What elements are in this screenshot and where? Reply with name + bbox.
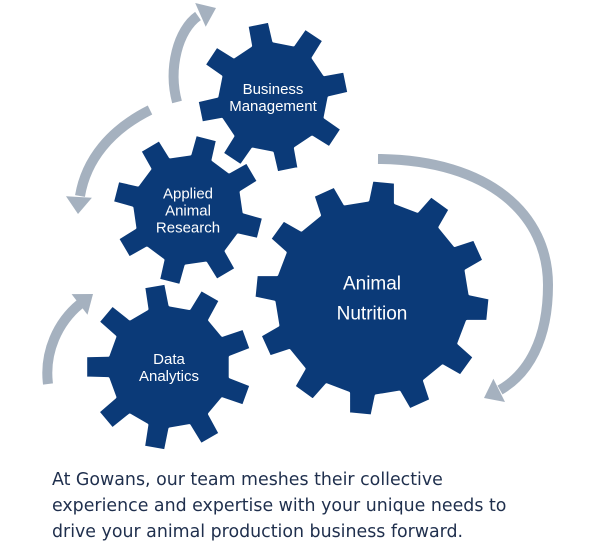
arrow-left-lower-head bbox=[71, 294, 93, 315]
gear-applied-animal-research-label-1: Applied bbox=[163, 185, 213, 202]
arrow-right-shaft bbox=[377, 154, 554, 395]
arrow-right-head bbox=[484, 378, 505, 402]
gear-animal-nutrition-label-1: Animal bbox=[343, 274, 401, 295]
arrow-right bbox=[377, 154, 554, 402]
gear-applied-animal-research-label-3: Research bbox=[156, 219, 220, 236]
arrow-left-lower-shaft bbox=[42, 300, 84, 385]
gear-business-management-label-2: Management bbox=[229, 98, 317, 115]
gear-diagram: BusinessManagementAppliedAnimalResearchA… bbox=[42, 3, 554, 453]
cycle-arrows bbox=[42, 3, 554, 402]
gear-business-management-shape bbox=[195, 19, 351, 175]
gear-data-analytics-shape bbox=[84, 281, 253, 453]
caption-line-1: At Gowans, our team meshes their collect… bbox=[52, 470, 443, 490]
gear-data-analytics-label-2: Analytics bbox=[139, 368, 199, 385]
gear-applied-animal-research-label-2: Animal bbox=[165, 202, 211, 219]
gear-data-analytics-label-1: Data bbox=[153, 351, 185, 368]
arrow-left-upper-head bbox=[66, 196, 92, 214]
gear-animal-nutrition-label-2: Nutrition bbox=[337, 304, 408, 325]
caption-line-3: drive your animal production business fo… bbox=[52, 522, 464, 542]
arrow-top bbox=[168, 3, 216, 104]
gears: BusinessManagementAppliedAnimalResearchA… bbox=[84, 19, 492, 453]
gear-business-management-label-1: Business bbox=[243, 81, 304, 98]
caption: At Gowans, our team meshes their collect… bbox=[52, 467, 572, 545]
gear-animal-nutrition-shape bbox=[252, 178, 492, 418]
arrow-top-shaft bbox=[168, 11, 202, 104]
caption-line-2: experience and expertise with your uniqu… bbox=[52, 496, 507, 516]
gear-applied-animal-research-shape bbox=[110, 132, 266, 288]
arrow-left-upper-shaft bbox=[75, 105, 153, 197]
arrow-left-upper bbox=[66, 105, 153, 214]
arrow-top-head bbox=[195, 3, 216, 27]
arrow-left-lower bbox=[42, 294, 93, 385]
